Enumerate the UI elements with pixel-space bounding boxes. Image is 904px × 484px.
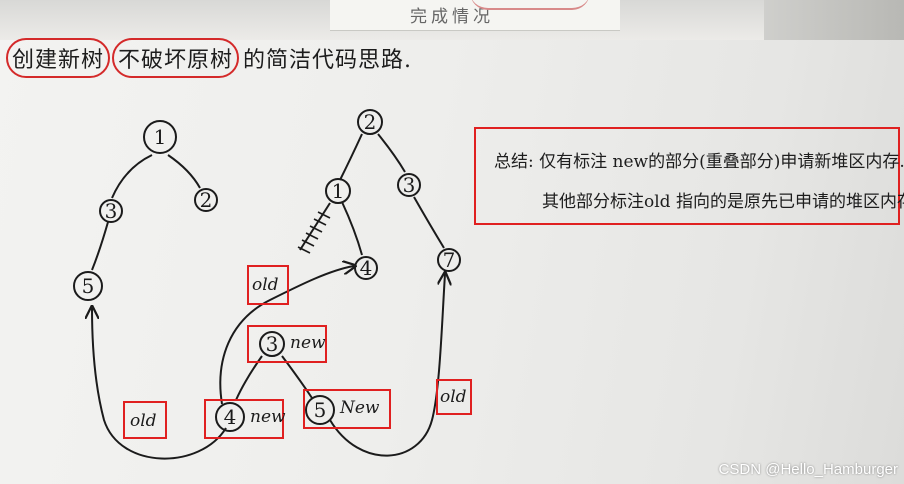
edge-1-2 — [167, 154, 201, 189]
tag-old-left: old — [130, 411, 157, 431]
svg-text:3: 3 — [403, 173, 416, 197]
page-title: 创建新树不破坏原树的简洁代码思路. — [6, 38, 416, 78]
edge-1-4 — [341, 201, 363, 256]
svg-text:1: 1 — [332, 179, 345, 203]
edge-3-7 — [413, 196, 445, 249]
svg-text:3: 3 — [266, 332, 279, 356]
tag-new-4: new — [250, 407, 286, 427]
top-paper-text: 完成情况 — [410, 7, 494, 27]
tag-old-right: old — [440, 387, 467, 407]
left-tree: 1 3 2 5 — [73, 120, 218, 301]
title-part-rest: 的简洁代码思路. — [243, 48, 413, 73]
right-tree: 2 1 3 4 7 — [297, 109, 461, 280]
box-old-left — [123, 401, 167, 439]
new-node-3: 3 — [259, 331, 285, 357]
svg-text:3: 3 — [105, 199, 118, 223]
edge-new3-new4 — [235, 355, 263, 401]
svg-text:1: 1 — [154, 125, 167, 149]
box-new-5 — [303, 389, 391, 429]
left-node-3: 3 — [99, 199, 123, 223]
tag-old-top: old — [252, 275, 279, 295]
svg-text:5: 5 — [82, 274, 95, 298]
svg-text:4: 4 — [224, 405, 237, 429]
summary-line-1: 总结: 仅有标注 new的部分(重叠部分)申请新堆区内存. — [494, 152, 904, 172]
right-node-1: 1 — [325, 178, 351, 204]
svg-text:5: 5 — [314, 398, 327, 422]
svg-text:7: 7 — [443, 248, 456, 272]
new-tree: 3 new 4 new 5 New old old old — [92, 265, 472, 460]
box-new-4 — [204, 399, 284, 439]
edge-1-3 — [111, 154, 153, 199]
arrow-old-to-right4 — [219, 266, 354, 405]
box-new-3 — [247, 325, 327, 363]
arrow-old-to-right7 — [329, 274, 445, 457]
edge-new3-new5 — [281, 355, 313, 399]
right-node-3: 3 — [397, 173, 421, 197]
edge-2-3 — [377, 133, 406, 173]
arrow-old-to-left5 — [92, 308, 227, 460]
top-red-mark — [470, 0, 590, 10]
new-node-5: 5 — [305, 395, 335, 425]
summary-box: 总结: 仅有标注 new的部分(重叠部分)申请新堆区内存. 其他部分标注old … — [474, 127, 904, 225]
cut-edge — [299, 202, 331, 251]
svg-text:4: 4 — [360, 256, 373, 280]
box-old-top — [247, 265, 289, 305]
svg-text:2: 2 — [200, 188, 213, 212]
svg-text:2: 2 — [364, 110, 377, 134]
left-node-2: 2 — [194, 188, 218, 212]
right-node-2: 2 — [357, 109, 383, 135]
edge-3-5 — [91, 221, 109, 271]
tag-new-5: New — [339, 398, 380, 418]
edge-2-1 — [339, 133, 363, 181]
cut-marks — [297, 211, 331, 254]
left-node-5: 5 — [73, 271, 103, 301]
title-part-keep-original: 不破坏原树 — [112, 38, 240, 78]
background-wall — [764, 0, 904, 40]
watermark: CSDN @Hello_Hamburger — [718, 461, 898, 478]
new-node-4: 4 — [215, 402, 245, 432]
tag-new-3: new — [290, 333, 326, 353]
box-old-right — [436, 379, 472, 415]
title-part-create-new-tree: 创建新树 — [6, 38, 111, 78]
right-node-7: 7 — [437, 248, 461, 272]
right-node-4: 4 — [354, 256, 378, 280]
left-node-1: 1 — [143, 120, 177, 154]
summary-line-2: 其他部分标注old 指向的是原先已申请的堆区内存. — [542, 192, 904, 212]
